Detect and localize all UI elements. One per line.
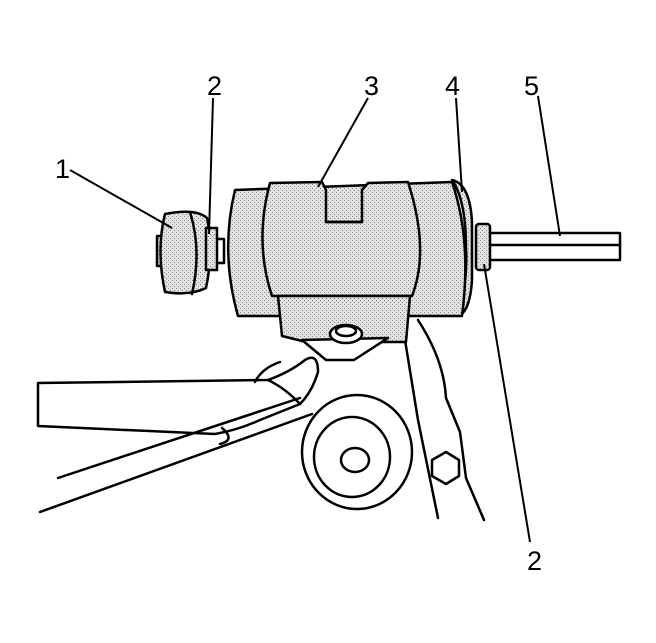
leader-lines bbox=[69, 95, 561, 543]
tool-body bbox=[226, 180, 467, 362]
callout-3: 3 bbox=[364, 71, 379, 101]
callout-4: 4 bbox=[445, 71, 460, 101]
left-knob bbox=[155, 210, 212, 296]
right-nut bbox=[474, 222, 492, 272]
callout-1: 1 bbox=[55, 154, 70, 184]
bracket bbox=[403, 318, 486, 522]
diagonal-rails bbox=[38, 396, 314, 514]
shaft bbox=[483, 231, 622, 262]
callout-2-left: 2 bbox=[207, 71, 222, 101]
callout-2-right: 2 bbox=[527, 546, 542, 576]
bushing bbox=[300, 393, 414, 511]
lower-arm bbox=[36, 356, 320, 446]
callout-5: 5 bbox=[524, 71, 539, 101]
left-nut bbox=[204, 226, 219, 272]
